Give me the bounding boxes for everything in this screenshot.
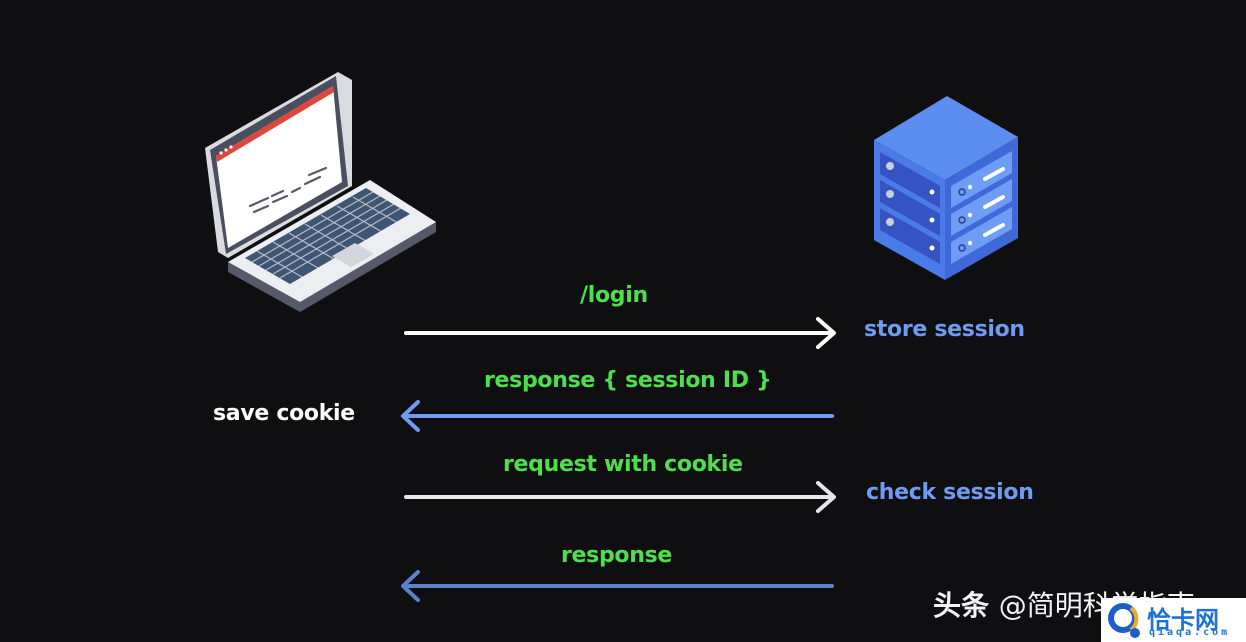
message-label-response: response bbox=[561, 543, 673, 568]
message-label-response-session-id: response { session ID } bbox=[484, 368, 772, 393]
server-note-check-session: check session bbox=[866, 480, 1034, 505]
server-note-store-session: store session bbox=[864, 317, 1025, 342]
watermark-prefix: 头条 bbox=[933, 589, 990, 622]
logo-icon bbox=[1108, 603, 1140, 638]
message-label-request-with-cookie: request with cookie bbox=[503, 452, 743, 477]
logo-subtext: qiaqa.com bbox=[1149, 627, 1231, 638]
message-label-login: /login bbox=[580, 283, 648, 308]
watermark-logo: 恰卡网 qiaqa.com bbox=[1101, 598, 1246, 642]
logo-text: 恰卡网 bbox=[1147, 606, 1219, 634]
client-note-save-cookie: save cookie bbox=[213, 401, 355, 426]
arrow-response bbox=[401, 570, 834, 602]
arrow-login bbox=[404, 317, 836, 349]
arrow-request-with-cookie bbox=[404, 481, 836, 513]
arrow-response-session-id bbox=[401, 400, 834, 432]
